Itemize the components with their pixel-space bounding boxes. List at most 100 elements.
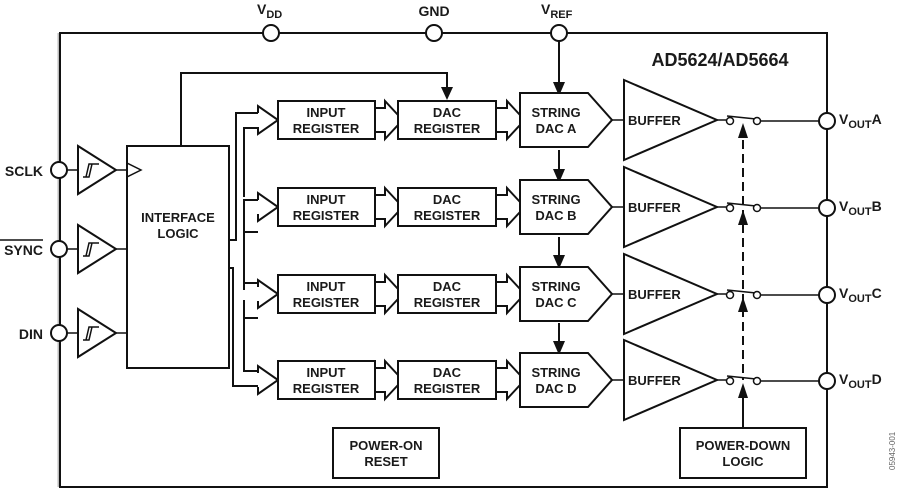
interface-logic-label-1: INTERFACE: [141, 210, 215, 225]
switch-blade: [726, 202, 757, 207]
pin-sync-label: SYNC: [4, 242, 43, 258]
input-pin-sclk[interactable]: SCLK: [5, 161, 68, 179]
bus-arrow-icon: [496, 272, 521, 316]
schmitt-buffer-din: [67, 307, 127, 359]
dac-register-label-2: REGISTER: [414, 121, 481, 136]
pin-gnd-label: GND: [418, 3, 449, 19]
input-pin-sync[interactable]: SYNC: [0, 239, 68, 258]
power-down-logic-label-2: LOGIC: [722, 454, 764, 469]
buffer-label: BUFFER: [628, 200, 681, 215]
switch-blade: [726, 115, 757, 120]
switch-contact: [752, 203, 762, 213]
vout-sub: OUT: [848, 379, 872, 391]
pin-din-label: DIN: [19, 326, 43, 342]
vout-sub: OUT: [848, 293, 872, 305]
bus-arrow-icon: [496, 185, 521, 229]
bus-arrow-icon: [375, 185, 399, 229]
power-down-logic-block: POWER-DOWN LOGIC: [679, 427, 807, 479]
input-register-label-1: INPUT: [307, 279, 346, 294]
power-on-reset-label-2: RESET: [364, 454, 407, 469]
buffer-label: BUFFER: [628, 373, 681, 388]
bus-arrow-icon: [496, 98, 521, 142]
buffer-amplifier: [623, 338, 720, 422]
switch-contact: [725, 203, 735, 213]
part-number: AD5624/AD5664: [651, 50, 788, 70]
dac-register-label-1: DAC: [433, 365, 462, 380]
pin-vref[interactable]: VREF: [541, 1, 573, 42]
pin-vref-sub: REF: [550, 9, 572, 21]
string-dac-label-2: DAC D: [535, 381, 576, 396]
input-register: [277, 100, 376, 140]
control-arrow-icon: [738, 297, 748, 312]
interface-logic-label-2: LOGIC: [157, 226, 199, 241]
input-register: [277, 274, 376, 314]
vout-label: V: [839, 198, 849, 214]
dac-register-label-2: REGISTER: [414, 208, 481, 223]
buffer-label: BUFFER: [628, 287, 681, 302]
output-pin-vout-d[interactable]: VOUTD: [818, 371, 882, 391]
input-register-label-2: REGISTER: [293, 295, 360, 310]
vout-suffix: C: [872, 285, 882, 301]
hysteresis-icon: [83, 242, 99, 257]
bus-arrow-icon: [375, 272, 399, 316]
svg-text:VOUTD: VOUTD: [839, 371, 882, 391]
control-arrow-icon: [738, 383, 748, 398]
output-pin-vout-c[interactable]: VOUTC: [818, 285, 882, 305]
input-register-label-2: REGISTER: [293, 121, 360, 136]
switch-blade: [726, 375, 757, 380]
string-dac-label-1: STRING: [531, 192, 580, 207]
output-pin-vout-a[interactable]: VOUTA: [818, 111, 882, 131]
bus-arrow-icon: [375, 358, 399, 402]
bus-arrow-icon: [257, 364, 280, 396]
schmitt-buffer-sync: [67, 223, 127, 275]
switch-blade: [726, 289, 757, 294]
vout-suffix: B: [872, 198, 882, 214]
pin-vdd[interactable]: VDD: [257, 1, 282, 42]
buffer-amplifier: [623, 252, 720, 336]
vout-label: V: [839, 371, 849, 387]
bus-arrow-icon: [375, 98, 399, 142]
string-dac-label-1: STRING: [531, 365, 580, 380]
svg-text:VDD: VDD: [257, 1, 282, 21]
pin-vref-label: V: [541, 1, 551, 17]
string-dac-label-2: DAC B: [535, 208, 576, 223]
ldac-path: [180, 72, 453, 146]
dac-register: [397, 360, 497, 400]
input-register-label-1: INPUT: [307, 192, 346, 207]
string-dac-label-2: DAC C: [535, 295, 577, 310]
string-dac-label-1: STRING: [531, 279, 580, 294]
switch-contact: [725, 290, 735, 300]
switch-contact: [725, 376, 735, 386]
hysteresis-icon: [83, 326, 99, 341]
dac-register: [397, 274, 497, 314]
switch-contact: [752, 116, 762, 126]
buffer-label: BUFFER: [628, 113, 681, 128]
hysteresis-icon: [83, 163, 99, 178]
dac-register-label-1: DAC: [433, 192, 462, 207]
pin-sclk-label: SCLK: [5, 163, 43, 179]
svg-text:VOUTC: VOUTC: [839, 285, 882, 305]
output-pin-vout-b[interactable]: VOUTB: [818, 198, 882, 218]
vout-suffix: D: [872, 371, 882, 387]
pin-gnd[interactable]: GND: [418, 3, 450, 42]
vout-sub: OUT: [848, 119, 872, 131]
interface-logic-block: INTERFACE LOGIC: [126, 145, 230, 369]
dac-register-label-2: REGISTER: [414, 295, 481, 310]
vout-suffix: A: [872, 111, 882, 127]
switch-contact: [752, 290, 762, 300]
svg-text:VOUTA: VOUTA: [839, 111, 882, 131]
svg-text:VREF: VREF: [541, 1, 573, 21]
svg-text:VOUTB: VOUTB: [839, 198, 882, 218]
input-register-label-2: REGISTER: [293, 208, 360, 223]
buffer-amplifier: [623, 78, 720, 162]
power-on-reset-block: POWER-ON RESET: [332, 427, 440, 479]
buffer-amplifier: [623, 165, 720, 249]
input-pin-din[interactable]: DIN: [19, 324, 68, 342]
vout-sub: OUT: [848, 206, 872, 218]
bus-arrow-icon: [257, 191, 280, 223]
data-bus: [229, 112, 258, 387]
